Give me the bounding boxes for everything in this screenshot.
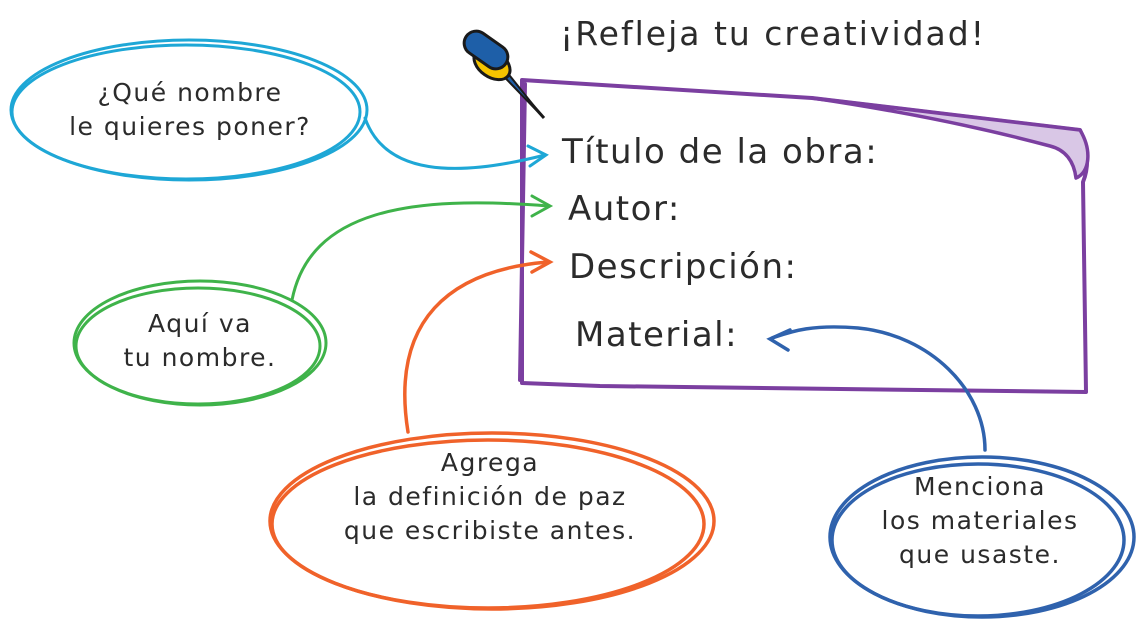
description-hint-line-1: Agrega [440, 448, 540, 477]
push-pin-icon [462, 29, 546, 119]
author-hint-line-2: tu nombre. [123, 343, 277, 372]
field-material-label: Material: [575, 315, 739, 355]
description-hint-bubble [268, 250, 716, 611]
description-hint-text: Agrega la definición de paz que escribis… [290, 446, 690, 548]
field-author-label: Autor: [568, 189, 681, 229]
material-hint-line-1: Menciona [914, 472, 1046, 501]
title-hint-line-1: ¿Qué nombre [97, 78, 283, 107]
title-hint-bubble [9, 38, 549, 182]
author-hint-text: Aquí va tu nombre. [90, 307, 310, 375]
description-hint-line-3: que escribiste antes. [343, 516, 637, 545]
author-hint-bubble [72, 194, 554, 407]
material-hint-bubble [766, 325, 1136, 619]
card-folded-corner [810, 96, 1090, 180]
author-hint-line-1: Aquí va [148, 309, 252, 338]
field-description-label: Descripción: [569, 247, 798, 287]
title-hint-text: ¿Qué nombre le quieres poner? [10, 76, 370, 144]
field-title-label: Título de la obra: [562, 132, 879, 172]
material-hint-text: Menciona los materiales que usaste. [850, 470, 1110, 572]
material-hint-line-2: los materiales [881, 506, 1079, 535]
title-hint-line-2: le quieres poner? [69, 112, 311, 141]
description-hint-line-2: la definición de paz [353, 482, 627, 511]
material-hint-line-3: que usaste. [899, 540, 1061, 569]
page-headline: ¡Refleja tu creatividad! [560, 14, 986, 53]
